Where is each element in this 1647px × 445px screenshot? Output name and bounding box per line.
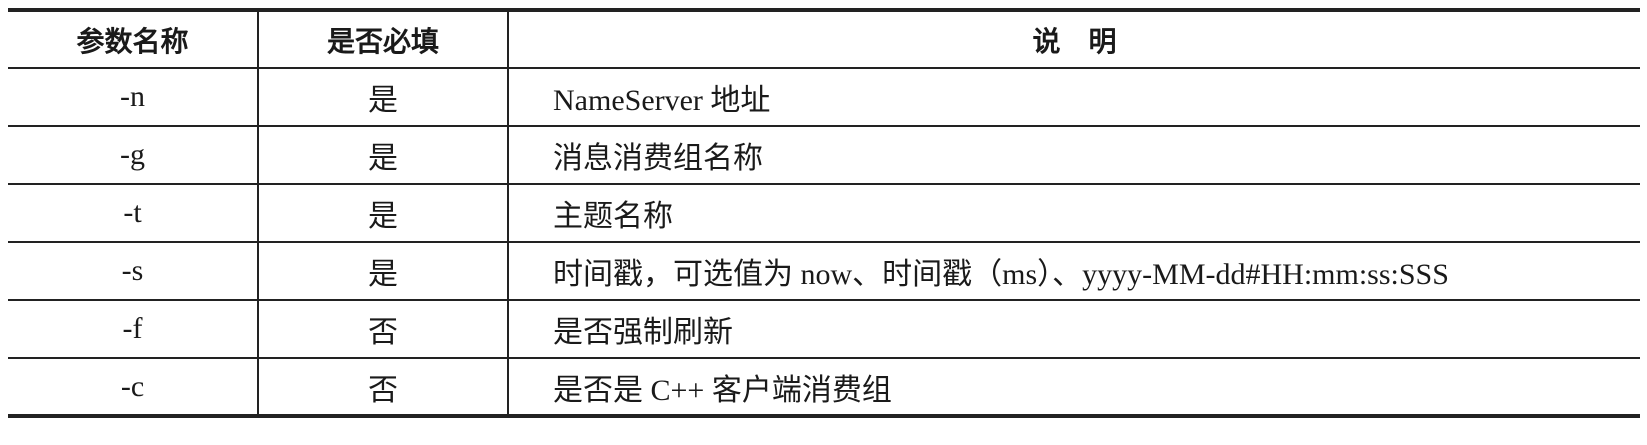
description-cell: 主题名称: [508, 184, 1640, 243]
table-row: -g 是 消息消费组名称: [8, 126, 1640, 185]
required-cell: 否: [258, 300, 509, 359]
table-row: -n 是 NameServer 地址: [8, 68, 1640, 127]
description-cell: 消息消费组名称: [508, 126, 1640, 185]
param-name-cell: -c: [8, 358, 259, 416]
description-cell: 是否强制刷新: [508, 300, 1640, 359]
param-name-cell: -s: [8, 242, 259, 301]
header-required: 是否必填: [258, 10, 509, 69]
param-name-cell: -g: [8, 126, 259, 185]
param-name-cell: -n: [8, 68, 259, 127]
parameter-table: 参数名称 是否必填 说 明 -n 是 NameServer 地址 -g 是 消息…: [8, 8, 1640, 418]
description-cell: NameServer 地址: [508, 68, 1640, 127]
param-name-cell: -f: [8, 300, 259, 359]
required-cell: 是: [258, 68, 509, 127]
header-row: 参数名称 是否必填 说 明: [8, 10, 1640, 69]
table-row: -s 是 时间戳，可选值为 now、时间戳（ms）、yyyy-MM-dd#HH:…: [8, 242, 1640, 301]
table-header: 参数名称 是否必填 说 明: [8, 10, 1640, 69]
required-cell: 否: [258, 358, 509, 416]
table-row: -f 否 是否强制刷新: [8, 300, 1640, 359]
description-cell: 是否是 C++ 客户端消费组: [553, 373, 892, 407]
param-name-cell: -t: [8, 184, 259, 243]
table-row: -t 是 主题名称: [8, 184, 1640, 243]
table-row: -c 否 是否是 C++ 客户端消费组: [8, 358, 1640, 416]
header-description: 说 明: [508, 10, 1640, 69]
parameter-table-container: 参数名称 是否必填 说 明 -n 是 NameServer 地址 -g 是 消息…: [8, 8, 1640, 418]
header-param-name: 参数名称: [8, 10, 259, 69]
table-body: -n 是 NameServer 地址 -g 是 消息消费组名称 -t 是 主题名…: [8, 68, 1640, 416]
required-cell: 是: [258, 242, 509, 301]
required-cell: 是: [258, 126, 509, 185]
required-cell: 是: [258, 184, 509, 243]
description-cell: 时间戳，可选值为 now、时间戳（ms）、yyyy-MM-dd#HH:mm:ss…: [508, 242, 1640, 301]
